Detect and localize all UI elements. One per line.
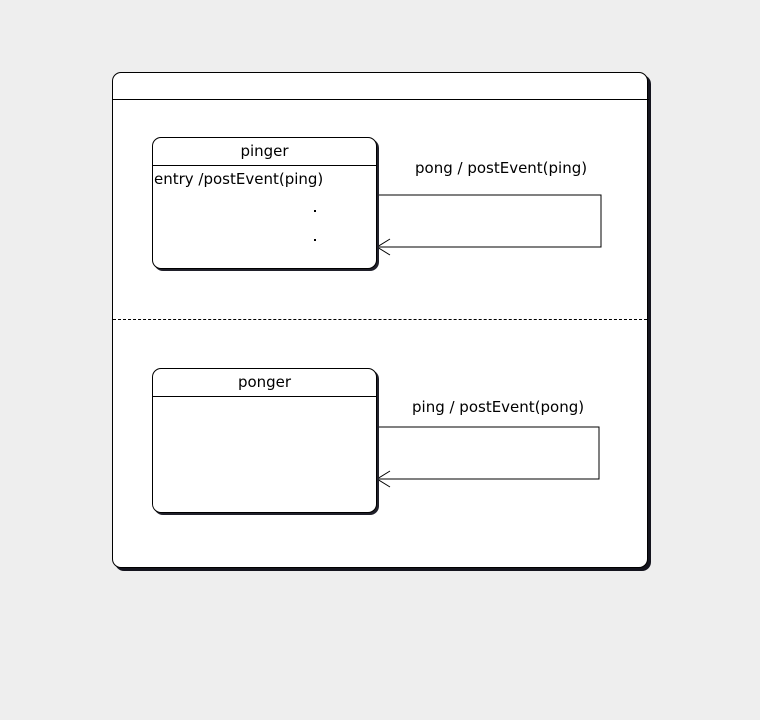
artifact-dot (314, 210, 316, 212)
outer-state-header-divider (113, 99, 649, 100)
state-pinger-name: pinger (240, 142, 289, 160)
state-pinger[interactable]: pinger entry /postEvent(ping) (152, 137, 377, 269)
state-ponger-divider (153, 396, 376, 397)
artifact-dot (314, 239, 316, 241)
outer-state-title (113, 76, 649, 98)
state-ponger-body (153, 397, 376, 400)
state-ponger-name: ponger (237, 373, 292, 391)
state-ponger[interactable]: ponger (152, 368, 377, 513)
transition-label-ponger-self: ping / postEvent(pong) (412, 398, 585, 416)
orthogonal-region-separator (113, 319, 647, 320)
state-pinger-divider (153, 165, 376, 166)
transition-label-pinger-self: pong / postEvent(ping) (415, 159, 588, 177)
state-pinger-body: entry /postEvent(ping) (154, 170, 324, 188)
